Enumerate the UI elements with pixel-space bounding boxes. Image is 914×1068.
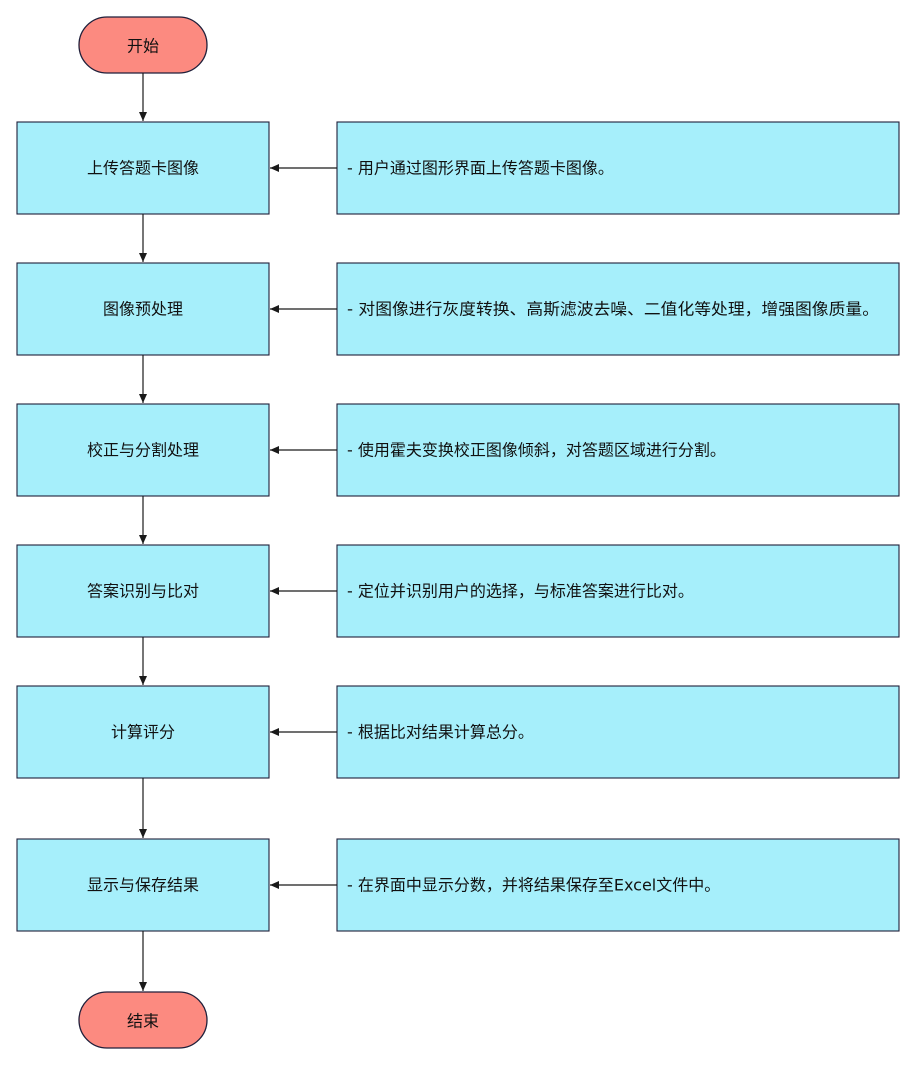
step-2-note-box bbox=[336, 262, 900, 356]
step-2: 图像预处理 - 对图像进行灰度转换、高斯滤波去噪、二值化等处理，增强图像质量。 bbox=[16, 262, 900, 356]
step-3-note: - 使用霍夫变换校正图像倾斜，对答题区域进行分割。 bbox=[347, 441, 726, 460]
step-4-label: 答案识别与比对 bbox=[87, 582, 199, 601]
end-node: 结束 bbox=[78, 991, 208, 1049]
step-6-note: - 在界面中显示分数，并将结果保存至Excel文件中。 bbox=[347, 876, 720, 895]
step-5-label: 计算评分 bbox=[111, 723, 175, 742]
step-4-note-box bbox=[336, 544, 900, 638]
step-3-label: 校正与分割处理 bbox=[87, 441, 199, 460]
step-5-note-box bbox=[336, 685, 900, 779]
step-1-note-box bbox=[336, 121, 900, 215]
step-4-note: - 定位并识别用户的选择，与标准答案进行比对。 bbox=[347, 582, 694, 601]
step-6-note-box bbox=[336, 838, 900, 932]
step-2-note: - 对图像进行灰度转换、高斯滤波去噪、二值化等处理，增强图像质量。 bbox=[347, 300, 879, 319]
start-label: 开始 bbox=[127, 37, 159, 56]
step-4: 答案识别与比对 - 定位并识别用户的选择，与标准答案进行比对。 bbox=[16, 544, 900, 638]
step-2-label: 图像预处理 bbox=[103, 300, 183, 319]
start-node: 开始 bbox=[78, 16, 208, 74]
end-terminal-shape bbox=[78, 991, 208, 1049]
step-2-box bbox=[16, 262, 270, 356]
step-5-box bbox=[16, 685, 270, 779]
step-6: 显示与保存结果 - 在界面中显示分数，并将结果保存至Excel文件中。 bbox=[16, 838, 900, 932]
step-4-box bbox=[16, 544, 270, 638]
step-3: 校正与分割处理 - 使用霍夫变换校正图像倾斜，对答题区域进行分割。 bbox=[16, 403, 900, 497]
end-label: 结束 bbox=[127, 1012, 159, 1031]
step-5-note: - 根据比对结果计算总分。 bbox=[347, 723, 534, 742]
step-5: 计算评分 - 根据比对结果计算总分。 bbox=[16, 685, 900, 779]
step-1: 上传答题卡图像 - 用户通过图形界面上传答题卡图像。 bbox=[16, 121, 900, 215]
step-1-label: 上传答题卡图像 bbox=[87, 159, 199, 178]
step-1-box bbox=[16, 121, 270, 215]
step-3-note-box bbox=[336, 403, 900, 497]
step-6-label: 显示与保存结果 bbox=[87, 876, 199, 895]
step-1-note: - 用户通过图形界面上传答题卡图像。 bbox=[347, 159, 614, 178]
